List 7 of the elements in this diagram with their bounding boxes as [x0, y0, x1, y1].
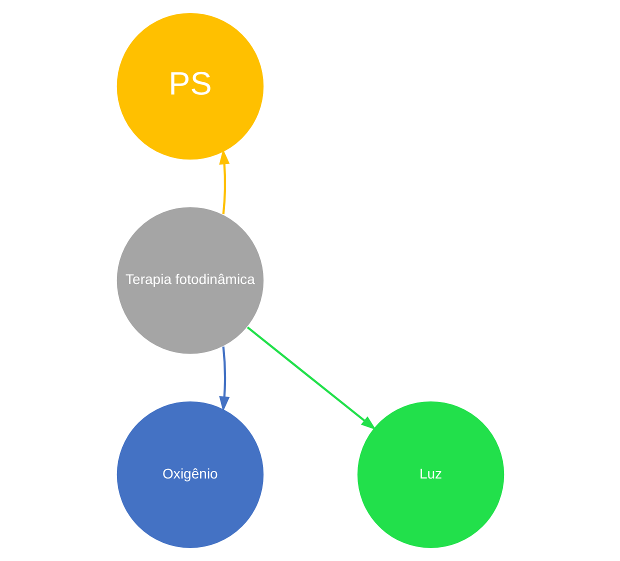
arrow	[218, 346, 230, 412]
node-circle: Terapia fotodinâmica	[115, 206, 264, 355]
node-circle: PS	[115, 12, 264, 161]
arrow	[218, 149, 230, 214]
arrow	[246, 326, 376, 430]
node-circle: Luz	[356, 400, 505, 550]
node-circle: Oxigênio	[115, 400, 264, 550]
